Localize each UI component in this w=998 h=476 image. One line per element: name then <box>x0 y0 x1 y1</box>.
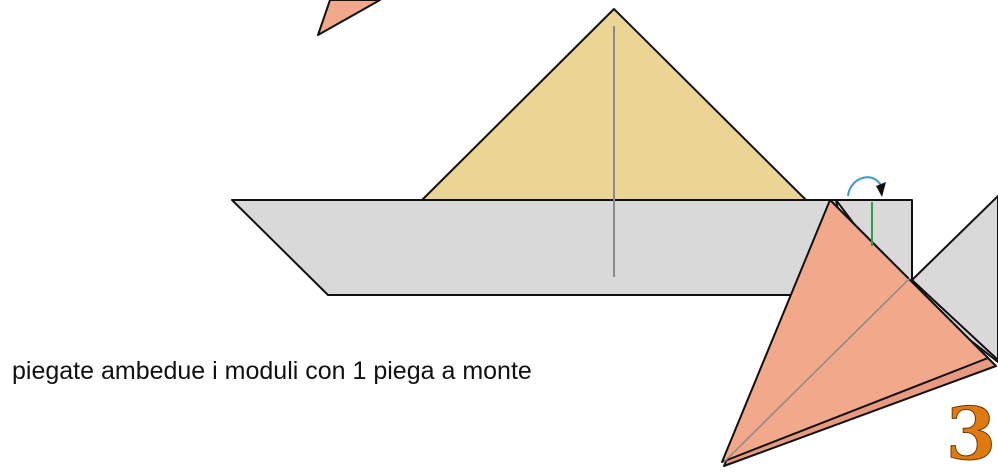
top-module-fragment <box>317 0 381 36</box>
right-module-back-edge <box>911 279 998 361</box>
instruction-text: piegate ambedue i moduli con 1 piega a m… <box>12 357 532 385</box>
arrow-head-icon <box>876 182 886 197</box>
step-number: 3 <box>945 391 997 476</box>
curved-arrow-icon <box>847 176 883 197</box>
right-module-crease <box>723 277 911 463</box>
hull <box>231 199 856 296</box>
